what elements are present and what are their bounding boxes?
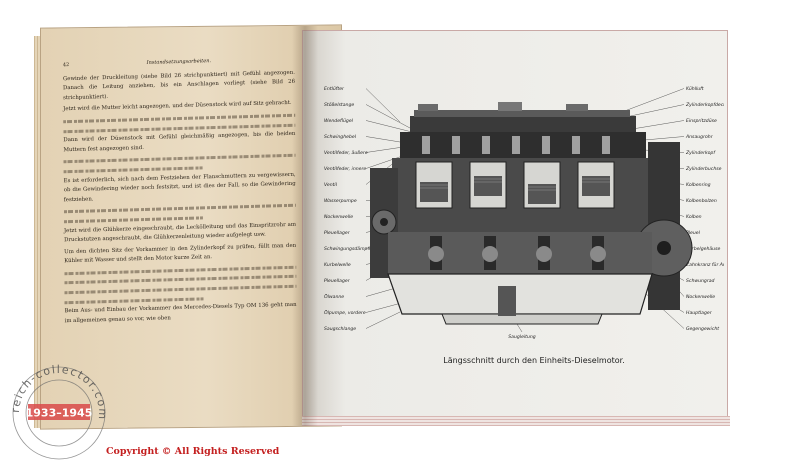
figure-label: Zylinderkopfdeckel xyxy=(685,102,724,108)
figure-label: Wendeflügel xyxy=(324,118,354,124)
book-gutter xyxy=(292,26,318,426)
svg-text:1933–1945: 1933–1945 xyxy=(26,407,93,420)
engine-body xyxy=(370,102,693,325)
figure-label: Saugleitung xyxy=(508,334,536,340)
right-page-edge xyxy=(302,416,730,426)
left-paragraph: Gewinde der Druckleitung (siehe Bild 26 … xyxy=(62,69,296,102)
figure-caption: Längsschnitt durch den Einheits-Dieselmo… xyxy=(443,356,625,365)
figure-label: Schwingungsdämpfer xyxy=(324,246,375,252)
figure-label: Zahnkranz für Anlasser xyxy=(685,262,724,268)
figure-label: Einspritzdüse xyxy=(686,118,717,124)
figure-label: Ölwanne xyxy=(324,293,344,300)
leader-line xyxy=(365,136,401,143)
leader-line xyxy=(365,311,401,329)
figure-label: Nockenwelle xyxy=(686,294,715,300)
figure-label: Saugschlange xyxy=(324,326,356,332)
figure-label: Gegengewicht xyxy=(686,326,719,332)
figure-label: Schwungrad xyxy=(686,278,715,284)
figure-label: Schwinghebel xyxy=(324,134,357,140)
figure-label: Ventil xyxy=(324,182,338,188)
figure-label: Kolben xyxy=(686,214,702,220)
copyright-notice: Copyright © All Rights Reserved xyxy=(106,446,280,457)
figure-label: Hauptlager xyxy=(686,310,713,316)
figure-label: Zylinderkopf xyxy=(685,150,716,156)
leader-line xyxy=(365,88,401,123)
figure-label: Pleuel xyxy=(686,230,701,236)
figure-label: Entlüfter xyxy=(324,86,345,92)
figure-label: Ventilfeder, innere xyxy=(324,166,366,172)
figure-label: Wasserpumpe xyxy=(324,198,357,204)
figure-label: Pleuellager xyxy=(324,230,351,236)
leader-line xyxy=(621,88,685,113)
leader-line xyxy=(365,104,411,129)
figure-label: Kühlluft xyxy=(686,86,704,92)
figure-label: Ölpumpe, vordere xyxy=(324,309,366,316)
figure-label: Stößelstange xyxy=(324,102,354,108)
page-number: 42 xyxy=(62,62,70,69)
engine-cross-section-drawing: EntlüfterStößelstangeWendeflügelSchwingh… xyxy=(324,86,724,340)
figure-label: Kolbenring xyxy=(686,182,711,188)
figure-label: Ventilfeder, äußere xyxy=(324,150,368,156)
figure-label: Nockenwelle xyxy=(324,214,353,220)
figure-label: Ansaugrohr xyxy=(685,134,714,140)
figure-label: Kurbelgehäuse xyxy=(686,246,720,252)
figure-label: Kolbenbolzen xyxy=(686,198,717,204)
left-page-text: 42 Instandsetzungsarbeiten. Gewinde der … xyxy=(63,55,297,401)
figure-label: Zylinderbuchse xyxy=(685,166,722,172)
figure-label: Kurbelwelle xyxy=(324,262,351,268)
watermark-seal: reich-collector.com 1933–1945 xyxy=(9,363,108,460)
figure-label: Pleuellager xyxy=(324,278,351,284)
